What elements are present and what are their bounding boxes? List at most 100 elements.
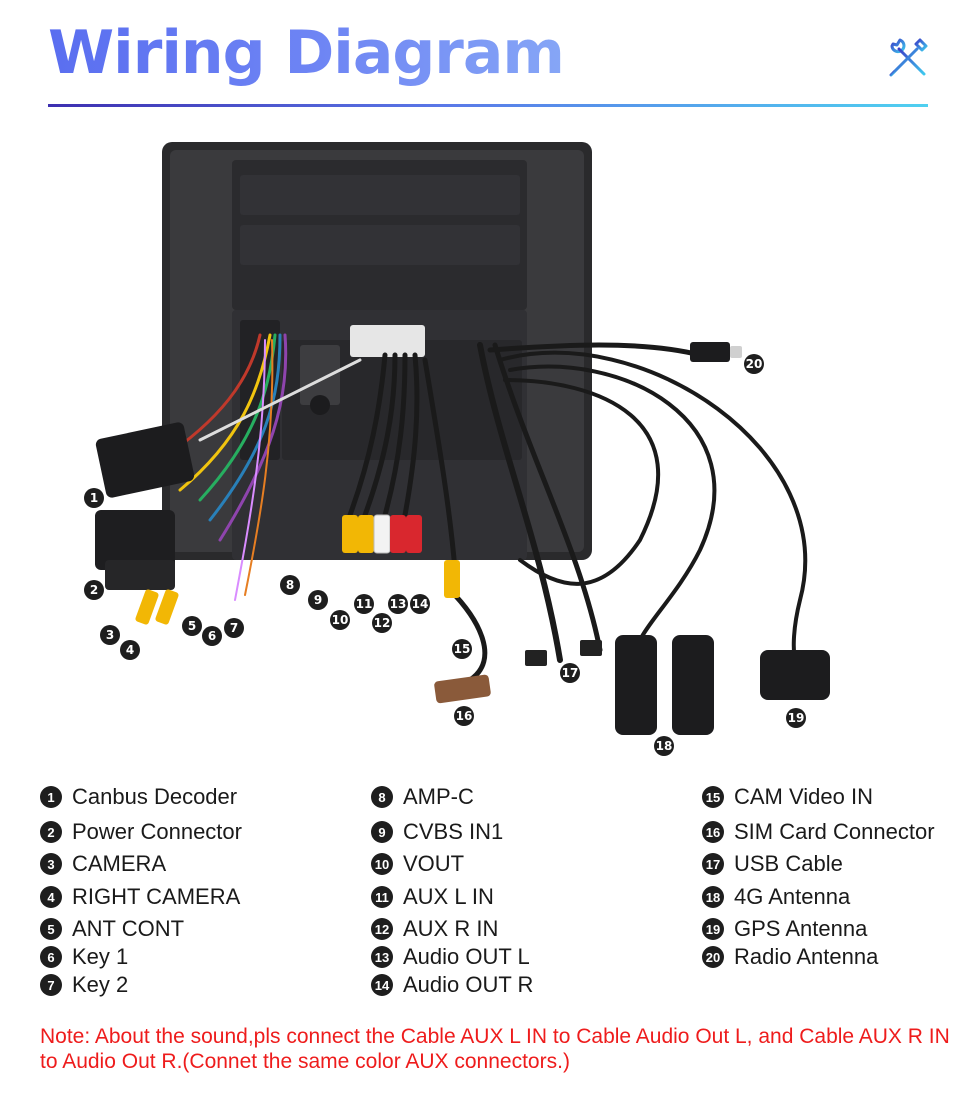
legend-label: CVBS IN1 xyxy=(403,819,504,844)
legend-item: 11 AUX L IN xyxy=(371,882,494,912)
page-title: Wiring Diagram xyxy=(48,14,565,92)
legend-label: GPS Antenna xyxy=(734,916,868,941)
legend-label: Audio OUT L xyxy=(403,944,530,969)
legend-number: 18 xyxy=(702,886,724,908)
legend-label: Audio OUT R xyxy=(403,972,534,997)
callout-18: 18 xyxy=(654,736,674,756)
legend-number: 9 xyxy=(371,821,393,843)
svg-text:11: 11 xyxy=(356,597,373,611)
callout-13: 13 xyxy=(388,594,408,614)
svg-text:2: 2 xyxy=(90,583,98,597)
svg-text:8: 8 xyxy=(286,578,294,592)
legend-label: Power Connector xyxy=(72,819,242,844)
wires xyxy=(158,333,808,683)
svg-text:20: 20 xyxy=(746,357,763,371)
callout-14: 14 xyxy=(410,594,430,614)
sound-connection-note: Note: About the sound,pls connect the Ca… xyxy=(40,1025,950,1073)
svg-text:19: 19 xyxy=(788,711,805,725)
callout-15: 15 xyxy=(452,639,472,659)
callout-3: 3 xyxy=(100,625,120,645)
legend-label: Key 1 xyxy=(72,944,129,969)
svg-text:6: 6 xyxy=(208,629,216,643)
svg-text:7: 7 xyxy=(230,621,238,635)
callout-10: 10 xyxy=(330,610,350,630)
legend-number: 2 xyxy=(40,821,62,843)
legend-number: 4 xyxy=(40,886,62,908)
callout-1: 1 xyxy=(84,488,104,508)
svg-text:1: 1 xyxy=(90,491,98,505)
legend-number: 10 xyxy=(371,853,393,875)
legend-number: 20 xyxy=(702,946,724,968)
legend-label: CAMERA xyxy=(72,851,167,876)
callout-4: 4 xyxy=(120,640,140,660)
callout-12: 12 xyxy=(372,613,392,633)
legend-item: 3 CAMERA xyxy=(40,849,166,879)
svg-text:4: 4 xyxy=(126,643,134,657)
legend-label: Radio Antenna xyxy=(734,944,879,969)
svg-text:18: 18 xyxy=(656,739,673,753)
power-connector-box xyxy=(95,510,175,590)
callout-16: 16 xyxy=(454,706,474,726)
svg-text:9: 9 xyxy=(314,593,322,607)
component-legend: 1 Canbus Decoder 2 Power Connector 3 CAMERA… xyxy=(0,780,980,1000)
svg-text:17: 17 xyxy=(562,666,579,680)
legend-label: AMP-C xyxy=(403,784,474,809)
legend-item: 2 Power Connector xyxy=(40,817,242,847)
legend-item: 9 CVBS IN1 xyxy=(371,817,503,847)
legend-number: 14 xyxy=(371,974,393,996)
legend-number: 17 xyxy=(702,853,724,875)
svg-text:12: 12 xyxy=(374,616,391,630)
legend-number: 8 xyxy=(371,786,393,808)
rca-plugs xyxy=(135,514,460,625)
legend-item: 13 Audio OUT L xyxy=(371,942,530,972)
svg-text:14: 14 xyxy=(412,597,429,611)
legend-label: VOUT xyxy=(403,851,465,876)
callout-11: 11 xyxy=(354,594,374,614)
wiring-diagram: 1 2 3 4 5 6 7 8 9 10 11 12 13 14 15 16 1… xyxy=(84,142,830,756)
svg-text:5: 5 xyxy=(188,619,196,633)
legend-item: 5 ANT CONT xyxy=(40,914,184,944)
callout-5: 5 xyxy=(182,616,202,636)
svg-text:13: 13 xyxy=(390,597,407,611)
legend-number: 15 xyxy=(702,786,724,808)
legend-label: AUX R IN xyxy=(403,916,499,941)
legend-label: USB Cable xyxy=(734,851,843,876)
legend-label: AUX L IN xyxy=(403,884,494,909)
legend-number: 1 xyxy=(40,786,62,808)
legend-number: 13 xyxy=(371,946,393,968)
legend-label: SIM Card Connector xyxy=(734,819,935,844)
legend-item: 17 USB Cable xyxy=(702,849,843,879)
canbus-decoder-box xyxy=(95,422,195,498)
title-divider xyxy=(48,104,928,107)
radio-antenna-plug xyxy=(690,342,742,362)
legend-number: 3 xyxy=(40,853,62,875)
callout-9: 9 xyxy=(308,590,328,610)
svg-text:15: 15 xyxy=(454,642,471,656)
callout-19: 19 xyxy=(786,708,806,728)
legend-label: ANT CONT xyxy=(72,916,185,941)
sim-card-connector xyxy=(434,674,491,704)
callout-2: 2 xyxy=(84,580,104,600)
legend-number: 7 xyxy=(40,974,62,996)
legend-number: 6 xyxy=(40,946,62,968)
legend-item: 18 4G Antenna xyxy=(702,882,850,912)
legend-item: 10 VOUT xyxy=(371,849,464,879)
svg-text:3: 3 xyxy=(106,628,114,642)
legend-number: 5 xyxy=(40,918,62,940)
gps-antenna-puck xyxy=(760,650,830,700)
legend-item: 20 Radio Antenna xyxy=(702,942,878,972)
legend-item: 14 Audio OUT R xyxy=(371,970,533,1000)
legend-number: 12 xyxy=(371,918,393,940)
legend-item: 19 GPS Antenna xyxy=(702,914,867,944)
legend-number: 11 xyxy=(371,886,393,908)
legend-label: 4G Antenna xyxy=(734,884,851,909)
legend-number: 19 xyxy=(702,918,724,940)
legend-item: 8 AMP-C xyxy=(371,782,474,812)
legend-label: Canbus Decoder xyxy=(72,784,238,809)
legend-item: 12 AUX R IN xyxy=(371,914,498,944)
callout-20: 20 xyxy=(744,354,764,374)
legend-item: 1 Canbus Decoder xyxy=(40,782,237,812)
